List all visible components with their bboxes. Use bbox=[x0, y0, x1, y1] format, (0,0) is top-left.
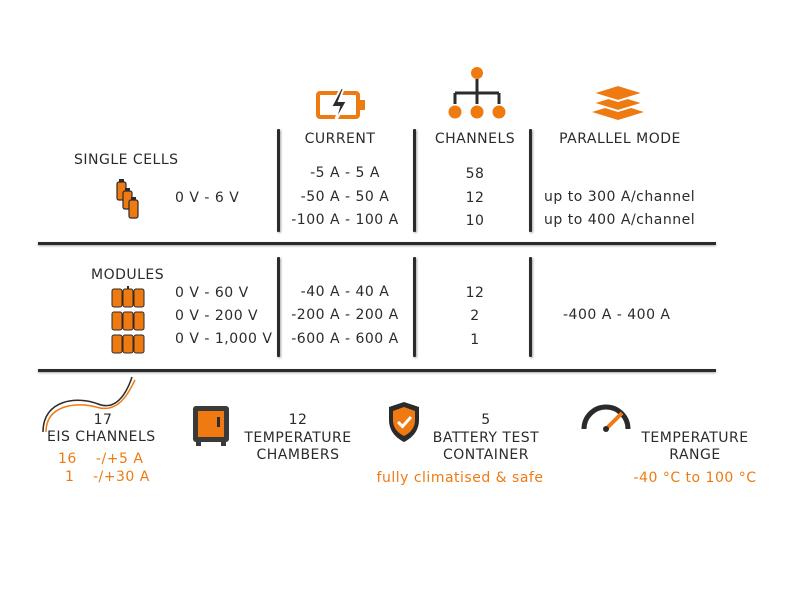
chamber-icon bbox=[193, 406, 229, 446]
eis-row-current: -/+5 A bbox=[96, 451, 144, 467]
header-current: CURRENT bbox=[304, 131, 376, 147]
eis-row-current: -/+30 A bbox=[93, 469, 150, 485]
module-voltage: 0 V - 200 V bbox=[175, 308, 259, 324]
container-line2: CONTAINER bbox=[443, 447, 529, 463]
module-voltage: 0 V - 1,000 V bbox=[175, 331, 273, 347]
shield-check-icon bbox=[389, 402, 419, 442]
module-voltage: 0 V - 60 V bbox=[175, 285, 249, 301]
eis-row-count: 16 bbox=[58, 451, 77, 467]
container-line1: BATTERY TEST bbox=[432, 430, 540, 446]
divider-vertical bbox=[529, 129, 532, 232]
divider-vertical bbox=[277, 257, 280, 357]
channel-count: 12 bbox=[465, 190, 485, 206]
channel-count: 1 bbox=[470, 332, 480, 348]
current-value: -200 A - 200 A bbox=[291, 307, 399, 323]
layers-icon bbox=[588, 83, 648, 120]
current-value: -600 A - 600 A bbox=[291, 331, 399, 347]
current-value: -5 A - 5 A bbox=[310, 165, 380, 181]
divider-vertical bbox=[413, 129, 416, 232]
eis-curve-icon bbox=[42, 376, 136, 433]
divider-horizontal bbox=[38, 369, 716, 372]
header-channels: CHANNELS bbox=[434, 131, 516, 147]
current-value: -50 A - 50 A bbox=[300, 189, 390, 205]
single-cells-voltage: 0 V - 6 V bbox=[175, 190, 240, 206]
parallel-value: up to 300 A/channel bbox=[544, 189, 696, 205]
range-line2: RANGE bbox=[669, 447, 721, 463]
single-cells-label: SINGLE CELLS bbox=[74, 152, 179, 168]
eis-label: EIS CHANNELS bbox=[47, 429, 156, 445]
channel-count: 12 bbox=[465, 285, 485, 301]
chambers-line2: CHAMBERS bbox=[256, 447, 340, 463]
modules-icon bbox=[111, 286, 145, 354]
divider-vertical bbox=[529, 257, 532, 357]
eis-row-count: 1 bbox=[65, 469, 75, 485]
parallel-value: up to 400 A/channel bbox=[544, 212, 696, 228]
gauge-icon bbox=[581, 404, 631, 432]
chambers-line1: TEMPERATURE bbox=[244, 430, 352, 446]
divider-vertical bbox=[277, 129, 280, 232]
container-note: fully climatised & safe bbox=[376, 470, 544, 486]
eis-count: 17 bbox=[93, 412, 113, 428]
chambers-count: 12 bbox=[288, 412, 308, 428]
cells-icon bbox=[116, 179, 139, 219]
current-value: -40 A - 40 A bbox=[300, 284, 390, 300]
channel-count: 58 bbox=[465, 166, 485, 182]
current-value: -100 A - 100 A bbox=[291, 212, 399, 228]
hierarchy-icon bbox=[448, 67, 506, 119]
channel-count: 10 bbox=[465, 213, 485, 229]
channel-count: 2 bbox=[470, 308, 480, 324]
header-parallel-mode: PARALLEL MODE bbox=[559, 131, 681, 147]
range-value: -40 °C to 100 °C bbox=[633, 470, 757, 486]
range-line1: TEMPERATURE bbox=[641, 430, 749, 446]
divider-vertical bbox=[413, 257, 416, 357]
container-count: 5 bbox=[481, 412, 491, 428]
parallel-value: -400 A - 400 A bbox=[563, 307, 671, 323]
divider-horizontal bbox=[38, 242, 716, 245]
battery-charging-icon bbox=[316, 87, 365, 123]
modules-label: MODULES bbox=[91, 267, 165, 283]
